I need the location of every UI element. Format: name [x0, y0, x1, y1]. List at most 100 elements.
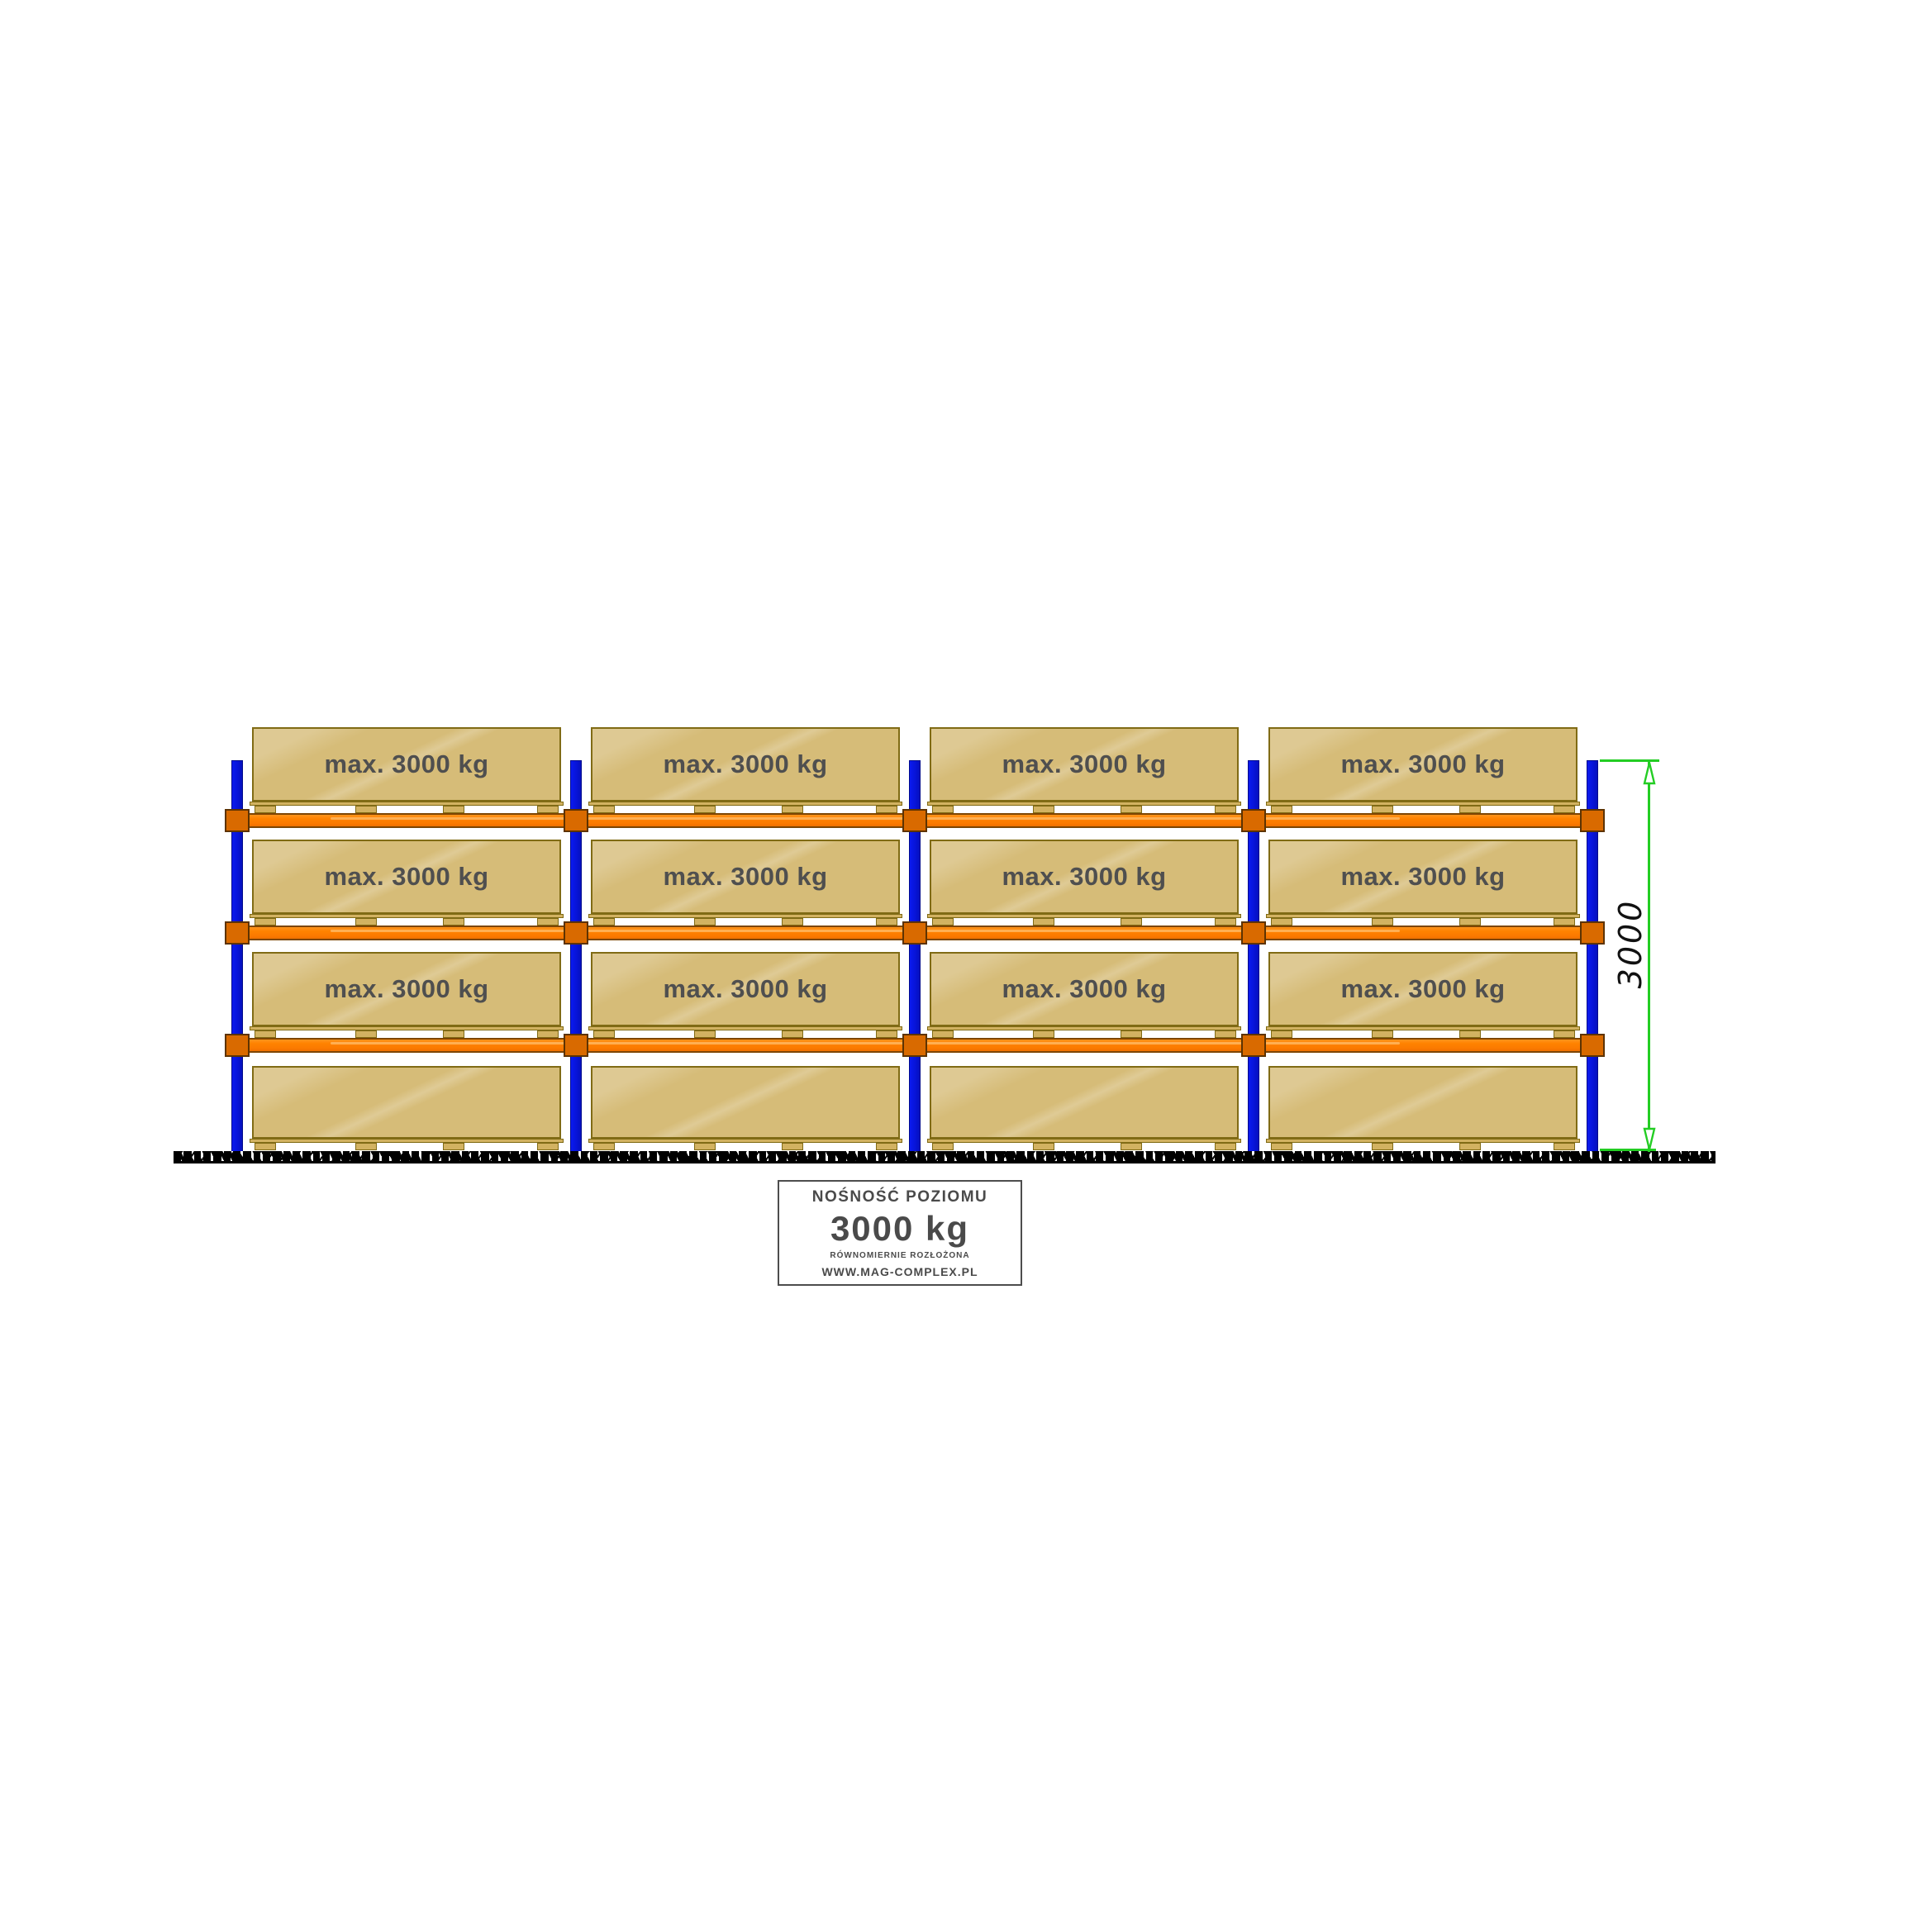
pallet-box: max. 3000 kg: [252, 840, 561, 914]
pallet-foot: [876, 1143, 897, 1150]
beam-highlight: [331, 1042, 1400, 1045]
beam-connector: [1580, 1034, 1605, 1057]
box-load-label: max. 3000 kg: [1002, 862, 1167, 891]
pallet-deck: [588, 802, 902, 806]
pallet-foot: [1121, 1030, 1142, 1038]
beam-connector: [1241, 1034, 1266, 1057]
pallet-foot: [1121, 806, 1142, 813]
pallet-box: max. 3000 kg: [252, 952, 561, 1026]
beam-connector: [1580, 809, 1605, 832]
pallet-foot: [1215, 806, 1236, 813]
pallet-box: [930, 1066, 1239, 1139]
beam-connector: [1241, 921, 1266, 945]
pallet-foot: [1459, 1030, 1481, 1038]
pallet-box: [252, 1066, 561, 1139]
pallet-foot: [537, 918, 559, 926]
pallet-foot: [1372, 918, 1393, 926]
beam-connector: [225, 809, 250, 832]
beam-connector: [902, 809, 927, 832]
box-load-label: max. 3000 kg: [324, 974, 489, 1003]
pallet-foot: [1271, 1143, 1292, 1150]
pallet-foot: [876, 806, 897, 813]
pallet-deck: [927, 1026, 1241, 1030]
pallet-foot: [537, 806, 559, 813]
box-load-label: max. 3000 kg: [1340, 749, 1506, 778]
pallet-foot: [1121, 918, 1142, 926]
pallet-foot: [932, 806, 954, 813]
pallet-foot: [593, 918, 615, 926]
floor-hatch: [174, 1151, 1715, 1163]
pallet-deck: [1266, 1139, 1580, 1143]
pallet-foot: [1033, 806, 1054, 813]
pallet-foot: [1459, 918, 1481, 926]
pallet-foot: [1271, 806, 1292, 813]
dimension-arrow-down-icon: [1643, 1127, 1656, 1150]
pallet-box: max. 3000 kg: [1268, 727, 1577, 802]
pallet-foot: [443, 918, 464, 926]
pallet-foot: [1271, 1030, 1292, 1038]
pallet-foot: [1033, 918, 1054, 926]
pallet-foot: [255, 1143, 276, 1150]
pallet-box: max. 3000 kg: [591, 840, 900, 914]
dimension-line: [1648, 760, 1650, 1152]
beam-highlight: [331, 817, 1400, 820]
pallet-foot: [355, 806, 377, 813]
pallet-foot: [694, 1030, 716, 1038]
pallet-foot: [1554, 806, 1575, 813]
beam-connector: [902, 1034, 927, 1057]
pallet-foot: [355, 1030, 377, 1038]
pallet-deck: [250, 1139, 564, 1143]
pallet-foot: [255, 806, 276, 813]
pallet-foot: [1554, 1030, 1575, 1038]
pallet-box: max. 3000 kg: [591, 727, 900, 802]
pallet-foot: [537, 1143, 559, 1150]
pallet-foot: [782, 806, 803, 813]
pallet-foot: [782, 918, 803, 926]
box-load-label: max. 3000 kg: [663, 862, 828, 891]
pallet-foot: [255, 1030, 276, 1038]
pallet-box: max. 3000 kg: [1268, 952, 1577, 1026]
pallet-deck: [250, 914, 564, 918]
pallet-foot: [443, 806, 464, 813]
pallet-box: [1268, 1066, 1577, 1139]
pallet-foot: [593, 1030, 615, 1038]
box-load-label: max. 3000 kg: [1002, 974, 1167, 1003]
pallet-deck: [1266, 802, 1580, 806]
box-load-label: max. 3000 kg: [663, 749, 828, 778]
pallet-box: max. 3000 kg: [252, 727, 561, 802]
pallet-foot: [1554, 1143, 1575, 1150]
plate-website: WWW.MAG-COMPLEX.PL: [821, 1264, 978, 1278]
beam-connector: [564, 809, 588, 832]
pallet-foot: [876, 918, 897, 926]
pallet-foot: [1459, 1143, 1481, 1150]
pallet-foot: [782, 1030, 803, 1038]
pallet-foot: [593, 1143, 615, 1150]
box-load-label: max. 3000 kg: [324, 862, 489, 891]
beam-connector: [564, 1034, 588, 1057]
pallet-deck: [927, 914, 1241, 918]
pallet-deck: [927, 802, 1241, 806]
pallet-foot: [932, 1143, 954, 1150]
beam-connector: [902, 921, 927, 945]
pallet-deck: [927, 1139, 1241, 1143]
capacity-plate: NOŚNOŚĆ POZIOMU 3000 kg RÓWNOMIERNIE ROZ…: [778, 1180, 1022, 1286]
pallet-box: max. 3000 kg: [591, 952, 900, 1026]
pallet-foot: [932, 1030, 954, 1038]
plate-title: NOŚNOŚĆ POZIOMU: [811, 1187, 988, 1206]
box-load-label: max. 3000 kg: [324, 749, 489, 778]
pallet-foot: [1554, 918, 1575, 926]
beam-connector: [1241, 809, 1266, 832]
box-load-label: max. 3000 kg: [1340, 862, 1506, 891]
box-load-label: max. 3000 kg: [663, 974, 828, 1003]
beam-connector: [225, 921, 250, 945]
pallet-foot: [694, 1143, 716, 1150]
pallet-foot: [1271, 918, 1292, 926]
dimension-tick-bottom: [1600, 1149, 1656, 1151]
pallet-foot: [1121, 1143, 1142, 1150]
pallet-foot: [443, 1143, 464, 1150]
pallet-foot: [1459, 806, 1481, 813]
pallet-box: max. 3000 kg: [930, 840, 1239, 914]
pallet-deck: [588, 1139, 902, 1143]
plate-subtitle: RÓWNOMIERNIE ROZŁOŻONA: [830, 1250, 970, 1260]
